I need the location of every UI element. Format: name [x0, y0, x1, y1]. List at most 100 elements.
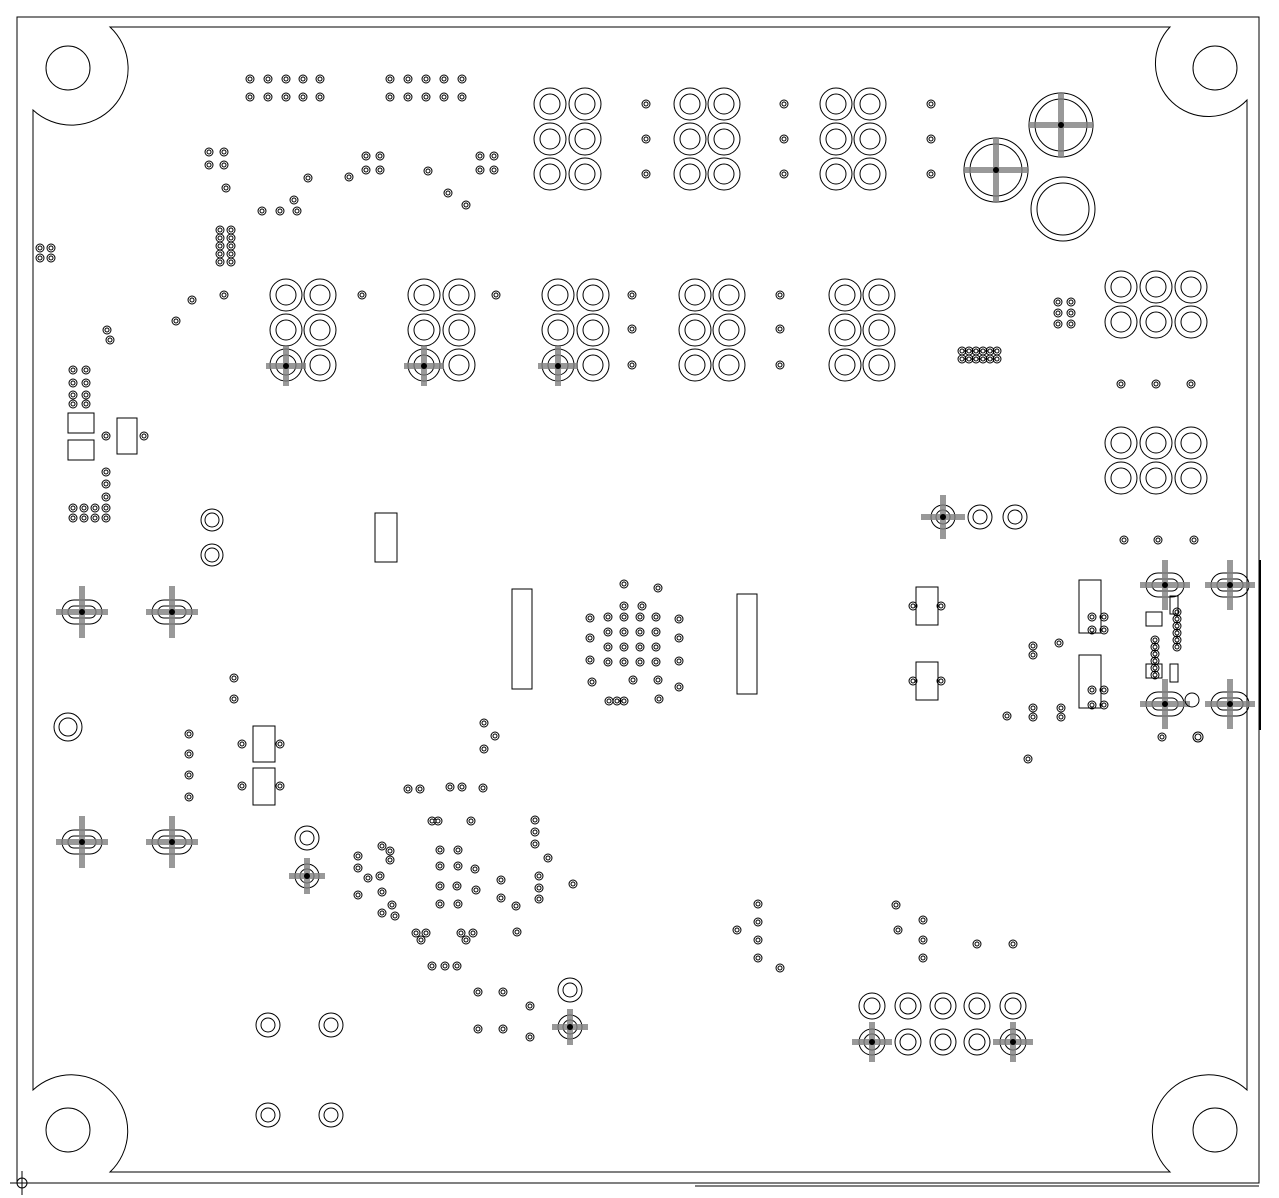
via-drill: [363, 167, 369, 173]
via-drill: [966, 356, 972, 362]
power-pad: [407, 278, 441, 312]
via: [219, 147, 229, 157]
power-pad-drill: [868, 319, 890, 341]
via-drill: [277, 783, 283, 789]
via: [1099, 685, 1109, 695]
via: [245, 92, 255, 102]
pad-drill: [968, 997, 986, 1015]
via-drill: [1055, 310, 1061, 316]
via: [490, 731, 500, 741]
via-drill: [107, 337, 113, 343]
power-pad: [828, 278, 862, 312]
power-pad-drill: [718, 319, 740, 341]
component-footprint: [915, 661, 939, 701]
power-pad: [269, 313, 303, 347]
power-pad: [576, 278, 610, 312]
via: [908, 601, 918, 611]
power-pad: [853, 122, 887, 156]
via-drill: [536, 896, 542, 902]
via: [357, 290, 367, 300]
via-drill: [621, 644, 627, 650]
power-pad: [853, 157, 887, 191]
via: [385, 855, 395, 865]
via-drill: [614, 698, 620, 704]
via-drill: [437, 883, 443, 889]
via-drill: [653, 614, 659, 620]
via-drill: [441, 94, 447, 100]
via: [361, 151, 371, 161]
power-pad: [862, 313, 896, 347]
via: [1053, 319, 1063, 329]
power-pad: [673, 157, 707, 191]
via-drill: [247, 76, 253, 82]
power-pad: [862, 278, 896, 312]
power-pad: [407, 313, 441, 347]
via-drill: [413, 930, 419, 936]
via: [471, 885, 481, 895]
power-pad: [541, 278, 575, 312]
via-drill: [477, 167, 483, 173]
via: [403, 784, 413, 794]
pad: [999, 992, 1027, 1020]
via: [68, 390, 78, 400]
via: [779, 134, 789, 144]
via-drill: [300, 94, 306, 100]
mounting-hole: [45, 45, 91, 91]
power-pad-drill: [574, 163, 596, 185]
via: [619, 696, 629, 706]
pad: [1002, 504, 1028, 530]
via: [587, 677, 597, 687]
via-drill: [389, 902, 395, 908]
via: [226, 241, 236, 251]
via: [496, 893, 506, 903]
power-pad: [1139, 461, 1173, 495]
via: [237, 739, 247, 749]
via-drill: [103, 494, 109, 500]
via-drill: [676, 616, 682, 622]
via: [461, 935, 471, 945]
pad-drill: [1194, 733, 1202, 741]
via-drill: [605, 659, 611, 665]
via: [603, 627, 613, 637]
via-drill: [643, 171, 649, 177]
via-drill: [532, 817, 538, 823]
via: [603, 612, 613, 622]
via: [627, 290, 637, 300]
power-pad-drill: [684, 284, 706, 306]
via: [219, 160, 229, 170]
via-drill: [1174, 644, 1180, 650]
via: [985, 354, 995, 364]
pad: [318, 1102, 344, 1128]
via-drill: [259, 208, 265, 214]
power-pad-drill: [448, 319, 470, 341]
via: [303, 173, 313, 183]
power-pad: [862, 348, 896, 382]
pad: [318, 1012, 344, 1038]
via-drill: [377, 153, 383, 159]
via: [298, 92, 308, 102]
via-drill: [1025, 756, 1031, 762]
via-drill: [1174, 609, 1180, 615]
drill-center: [79, 609, 85, 615]
via-drill: [81, 505, 87, 511]
power-pad-drill: [825, 93, 847, 115]
component-footprint: [511, 588, 533, 690]
power-pad-drill: [684, 354, 706, 376]
via-drill: [605, 629, 611, 635]
via: [674, 682, 684, 692]
component-footprint: [736, 593, 758, 695]
via: [753, 899, 763, 909]
power-pad-drill: [679, 128, 701, 150]
via: [353, 863, 363, 873]
via-drill: [653, 644, 659, 650]
power-pad-drill: [868, 284, 890, 306]
via-drill: [1191, 537, 1197, 543]
power-pad: [828, 348, 862, 382]
via: [1150, 656, 1160, 666]
via-drill: [454, 963, 460, 969]
via: [427, 961, 437, 971]
power-pad-drill: [859, 163, 881, 185]
via: [641, 169, 651, 179]
via-drill: [980, 356, 986, 362]
power-pad-drill: [1145, 432, 1167, 454]
